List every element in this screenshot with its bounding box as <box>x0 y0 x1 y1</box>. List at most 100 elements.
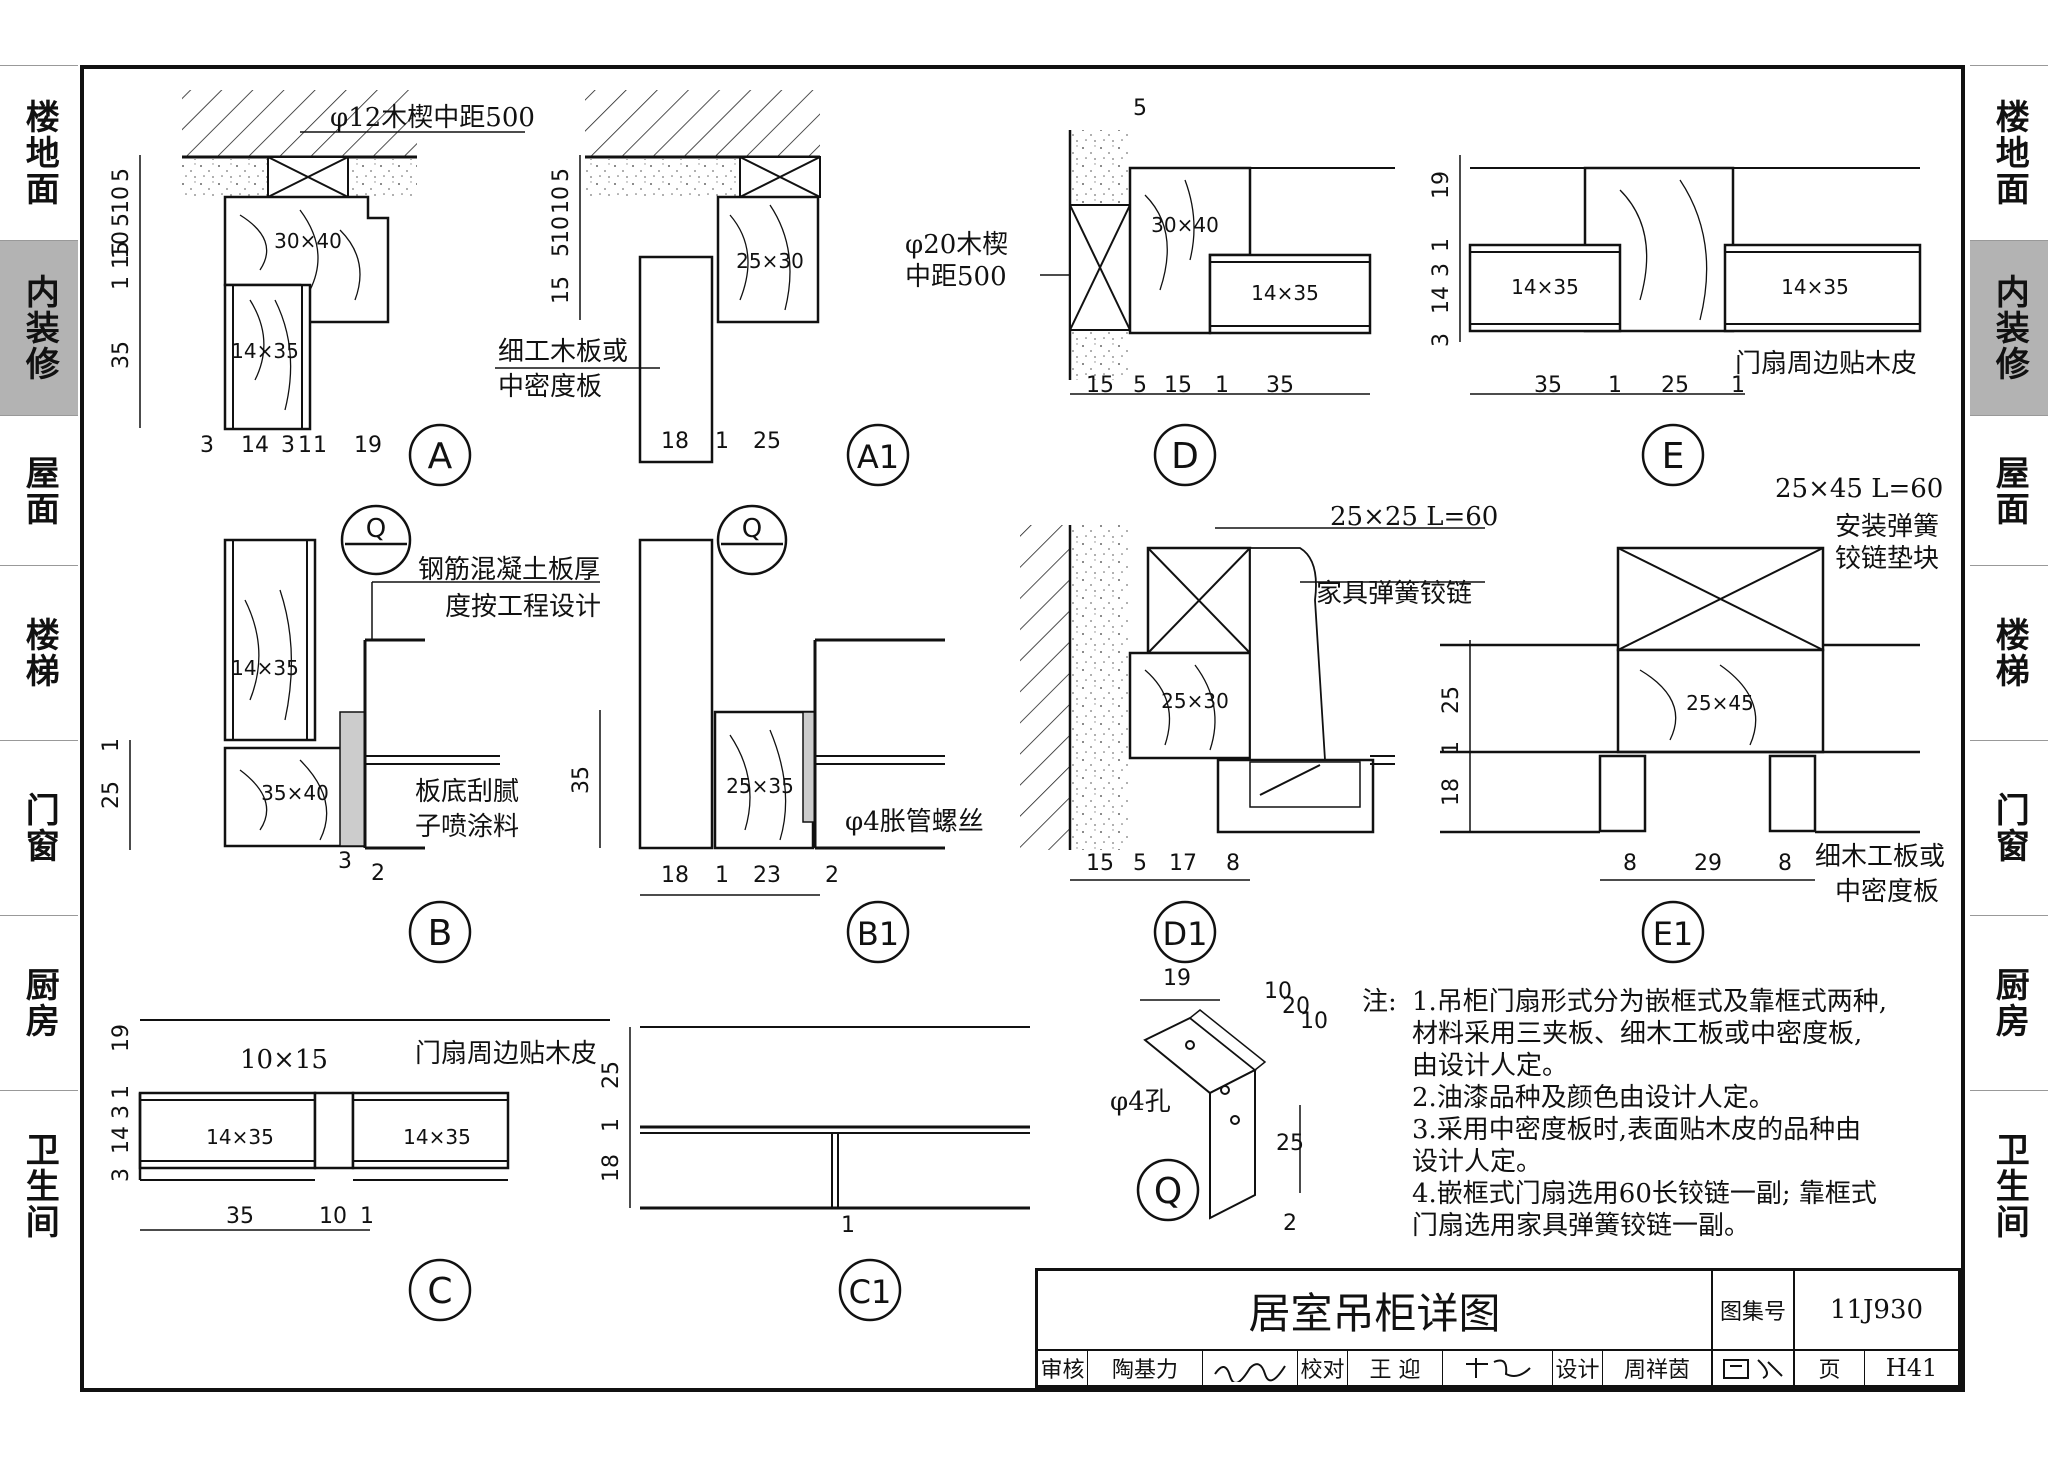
dim-a-v5: 1 <box>109 276 134 290</box>
right-tab-label: 楼地面 <box>1989 99 2030 207</box>
section-d1-1: 25×30 <box>1161 689 1229 713</box>
note-b-line1: 钢筋混凝土板厚 <box>418 555 600 585</box>
dim-e-v2: 3 <box>1429 263 1454 277</box>
page-label: 页 <box>1795 1351 1865 1385</box>
dim-a-v3: 10 <box>109 231 134 259</box>
left-tab-5[interactable]: 厨房 <box>0 915 78 1090</box>
notes-line-7: 4.嵌框式门扇选用60长铰链一副; 靠框式 <box>1412 1179 1877 1209</box>
section-b-1: 14×35 <box>231 656 299 680</box>
marker-e <box>1641 423 1705 487</box>
left-tab-0[interactable]: 楼地面 <box>0 65 78 240</box>
notes-line-3: 由设计人定。 <box>1412 1051 1568 1081</box>
detail-d <box>1040 130 1395 395</box>
note-b1: φ4胀管螺丝 <box>845 807 984 837</box>
dim-a-h1: 14 <box>241 433 269 458</box>
note-c-line1: 10×15 <box>240 1045 328 1075</box>
detail-q <box>1140 999 1301 1220</box>
left-tab-4[interactable]: 门窗 <box>0 740 78 915</box>
dim-e-v1: 1 <box>1429 238 1454 252</box>
dim-q-2: 20 <box>1282 994 1310 1019</box>
checker-signature-mark <box>1465 1358 1531 1378</box>
note-c-line2: 门扇周边贴木皮 <box>415 1039 597 1069</box>
note-a1-line1: 细工木板或 <box>498 337 628 367</box>
dim-b-v0: 1 <box>99 738 124 752</box>
dim-a1-v1: 10 <box>549 186 574 214</box>
right-tab-6[interactable]: 卫生间 <box>1970 1090 2048 1280</box>
left-tab-1[interactable]: 内装修 <box>0 240 78 415</box>
review-label: 审核 <box>1038 1351 1088 1385</box>
note-d1-line2: 家具弹簧铰链 <box>1316 579 1472 609</box>
note-e1-line3: 铰链垫块 <box>1835 544 1939 574</box>
right-tab-1[interactable]: 内装修 <box>1970 240 2048 415</box>
detail-e1 <box>1440 546 1920 881</box>
dim-c1-h0: 1 <box>841 1213 855 1238</box>
notes-line-4: 2.油漆品种及颜色由设计人定。 <box>1412 1083 1775 1113</box>
dim-c-v2: 3 <box>109 1105 134 1119</box>
section-d-2: 14×35 <box>1251 281 1319 305</box>
design-label: 设计 <box>1553 1351 1603 1385</box>
dim-e1-v1: 1 <box>1439 741 1464 755</box>
reviewer-signature-mark <box>1214 1363 1286 1382</box>
marker-d <box>1153 423 1217 487</box>
dim-d-h1: 5 <box>1133 373 1147 398</box>
left-tab-label: 厨房 <box>19 967 60 1039</box>
dim-a1-v4: 15 <box>549 276 574 304</box>
notes-line-1: 1.吊柜门扇形式分为嵌框式及靠框式两种, <box>1412 987 1887 1017</box>
marker-c-label: C <box>427 1271 452 1312</box>
section-e1-1: 25×45 <box>1686 691 1754 715</box>
marker-a1 <box>846 423 910 487</box>
notes-line-2: 材料采用三夹板、细木工板或中密度板, <box>1412 1019 1862 1049</box>
marker-a <box>408 423 472 487</box>
right-tab-3[interactable]: 楼梯 <box>1970 565 2048 740</box>
left-tab-label: 卫生间 <box>19 1131 60 1240</box>
right-tab-0[interactable]: 楼地面 <box>1970 65 2048 240</box>
note-a1-line2: 中密度板 <box>498 372 602 402</box>
section-e-2: 14×35 <box>1781 275 1849 299</box>
right-tab-label: 屋面 <box>1989 454 2030 527</box>
left-tab-3[interactable]: 楼梯 <box>0 565 78 740</box>
detail-markers <box>340 423 1705 1322</box>
section-e-1: 14×35 <box>1511 275 1579 299</box>
section-a-1: 30×40 <box>274 229 342 253</box>
dim-b-h0: 3 <box>338 849 352 874</box>
marker-q-ref-b1-label: Q <box>742 514 762 544</box>
marker-b <box>408 900 472 964</box>
dim-c-v4: 3 <box>109 1168 134 1182</box>
detail-e <box>1459 155 1922 395</box>
dim-a1-h2: 25 <box>753 429 781 454</box>
dim-e1-h2: 8 <box>1778 851 1792 876</box>
dim-b1-h2: 23 <box>753 863 781 888</box>
dim-a-v0: 5 <box>109 168 134 182</box>
right-tab-label: 厨房 <box>1989 967 2030 1039</box>
detail-a1 <box>495 90 821 464</box>
dim-e1-v0: 25 <box>1439 686 1464 714</box>
designer-name: 周祥茵 <box>1603 1351 1713 1385</box>
marker-b-label: B <box>428 913 453 954</box>
right-tab-2[interactable]: 屋面 <box>1970 415 2048 565</box>
left-tab-label: 内装修 <box>19 274 60 382</box>
dim-a1-h1: 1 <box>715 429 729 454</box>
dim-b-v1: 25 <box>99 781 124 809</box>
right-tab-5[interactable]: 厨房 <box>1970 915 2048 1090</box>
detail-d1 <box>1020 525 1485 881</box>
dim-d-h0: 15 <box>1086 373 1114 398</box>
atlas-number: 11J930 <box>1795 1271 1958 1351</box>
marker-b1-label: B1 <box>857 915 899 953</box>
note-e1-line1: 25×45 L=60 <box>1775 474 1943 504</box>
note-d-line1: φ20木楔 <box>905 230 1008 260</box>
note-e: 门扇周边贴木皮 <box>1735 349 1917 379</box>
marker-d1-label: D1 <box>1163 915 1208 953</box>
dim-a-h2: 3 <box>281 433 295 458</box>
dim-b1-h1: 1 <box>715 863 729 888</box>
dim-a-v1: 10 <box>109 186 134 214</box>
dim-e1-h0: 8 <box>1623 851 1637 876</box>
marker-q <box>1136 1158 1200 1222</box>
marker-c <box>408 1258 472 1322</box>
marker-c1 <box>838 1258 902 1322</box>
dim-c-h0: 35 <box>226 1204 254 1229</box>
right-tab-4[interactable]: 门窗 <box>1970 740 2048 915</box>
right-tab-label: 内装修 <box>1989 274 2030 382</box>
left-tab-6[interactable]: 卫生间 <box>0 1090 78 1280</box>
left-tab-2[interactable]: 屋面 <box>0 415 78 565</box>
note-e1-line2: 安装弹簧 <box>1835 512 1939 542</box>
